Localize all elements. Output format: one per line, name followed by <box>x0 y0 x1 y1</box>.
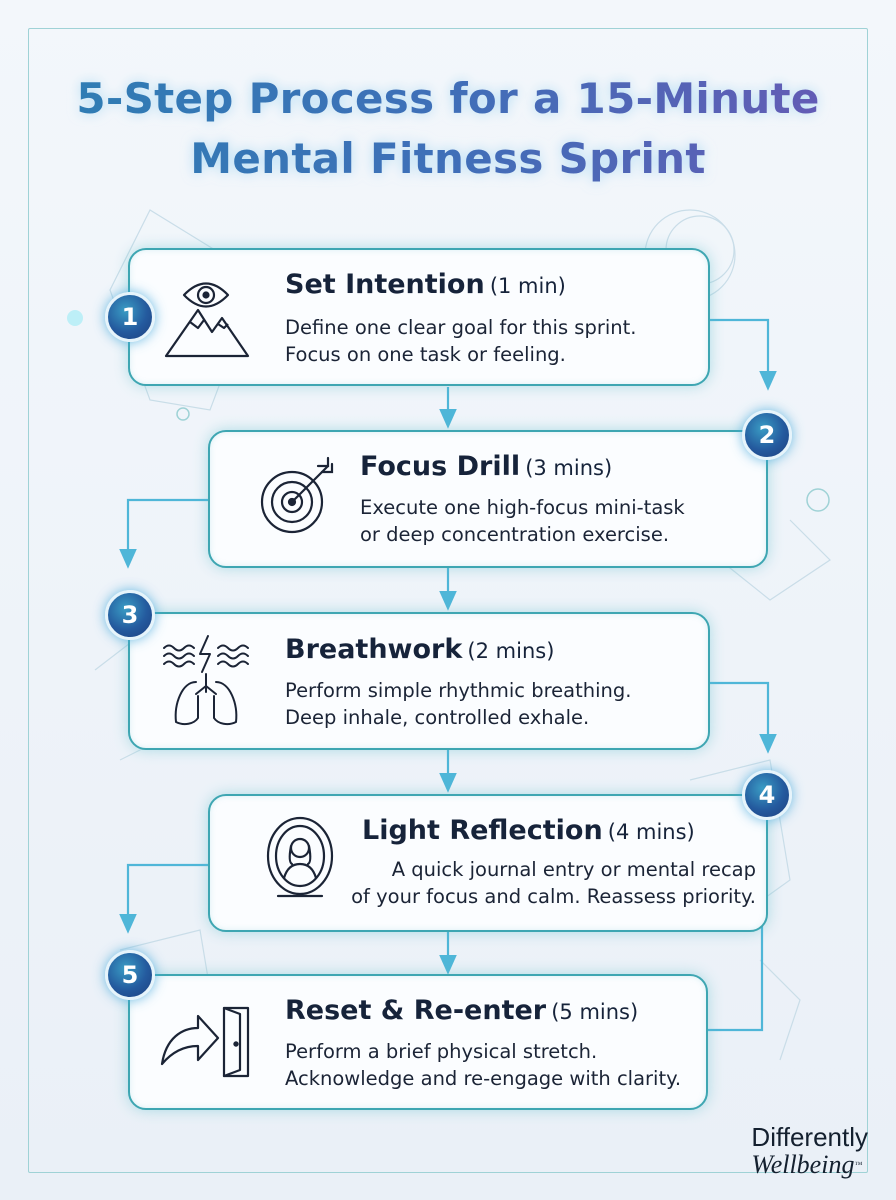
step-description-1: Define one clear goal for this sprint. F… <box>285 314 636 368</box>
brand-line-1: Differently <box>751 1122 868 1152</box>
step-3-line-1: Perform simple rhythmic breathing. <box>285 679 632 702</box>
step-description-5: Perform a brief physical stretch. Acknow… <box>285 1038 681 1092</box>
arrow-into-door-icon <box>160 1006 250 1078</box>
side-connector-2 <box>119 498 210 569</box>
step-number-badge-5: 5 <box>105 950 155 1000</box>
step-name-3: Breathwork <box>285 634 463 665</box>
step-heading-3: Breathwork (2 mins) <box>285 633 554 670</box>
side-connector-3 <box>710 681 777 754</box>
brand-logo: Differently Wellbeing™ <box>751 1123 868 1179</box>
glow-dot <box>67 310 83 326</box>
step-4-line-2: of your focus and calm. Reassess priorit… <box>351 885 756 908</box>
step-5-line-2: Acknowledge and re-engage with clarity. <box>285 1067 682 1090</box>
trademark-mark: ™ <box>854 1160 863 1169</box>
mirror-person-icon <box>266 816 334 898</box>
step-description-2: Execute one high-focus mini-task or deep… <box>360 494 685 548</box>
step-duration-1: (1 min) <box>489 274 566 298</box>
step-name-1: Set Intention <box>285 269 485 300</box>
brand-line-2: Wellbeing <box>751 1150 855 1179</box>
step-1-line-2: Focus on one task or feeling. <box>285 343 566 366</box>
eye-over-mountain-icon <box>164 282 250 358</box>
step-number-badge-1: 1 <box>105 292 155 342</box>
step-4-line-1: A quick journal entry or mental recap <box>391 858 756 881</box>
step-heading-5: Reset & Re-enter (5 mins) <box>285 994 638 1031</box>
step-duration-5: (5 mins) <box>551 1000 639 1024</box>
step-heading-2: Focus Drill (3 mins) <box>360 450 612 487</box>
side-connector-1 <box>710 318 777 391</box>
step-name-2: Focus Drill <box>360 451 521 482</box>
step-number-badge-4: 4 <box>742 770 792 820</box>
step-number-badge-2: 2 <box>742 410 792 460</box>
step-heading-1: Set Intention (1 min) <box>285 268 566 305</box>
step-3-line-2: Deep inhale, controlled exhale. <box>285 706 590 729</box>
step-1-line-1: Define one clear goal for this sprint. <box>285 316 637 339</box>
lungs-wind-icon <box>163 635 249 726</box>
page-title-line1: 5-Step Process for a 15-Minute <box>0 70 896 128</box>
step-description-3: Perform simple rhythmic breathing. Deep … <box>285 677 632 731</box>
step-2-line-1: Execute one high-focus mini-task <box>360 496 685 519</box>
target-arrow-icon <box>260 456 334 534</box>
step-duration-4: (4 mins) <box>607 820 695 844</box>
step-2-line-2: or deep concentration exercise. <box>360 523 670 546</box>
step-name-4: Light Reflection <box>362 815 603 846</box>
step-duration-2: (3 mins) <box>525 456 613 480</box>
outer-frame <box>28 28 868 1173</box>
step-card-1 <box>128 248 710 386</box>
step-5-line-1: Perform a brief physical stretch. <box>285 1040 598 1063</box>
step-card-3 <box>128 612 710 750</box>
step-heading-4: Light Reflection (4 mins) <box>362 814 695 851</box>
step-duration-3: (2 mins) <box>467 639 555 663</box>
side-connector-4 <box>119 863 210 934</box>
step-description-4: A quick journal entry or mental recap of… <box>286 856 756 910</box>
page-title-line2: Mental Fitness Sprint <box>0 130 896 188</box>
step-number-badge-3: 3 <box>105 590 155 640</box>
step-name-5: Reset & Re-enter <box>285 995 547 1026</box>
